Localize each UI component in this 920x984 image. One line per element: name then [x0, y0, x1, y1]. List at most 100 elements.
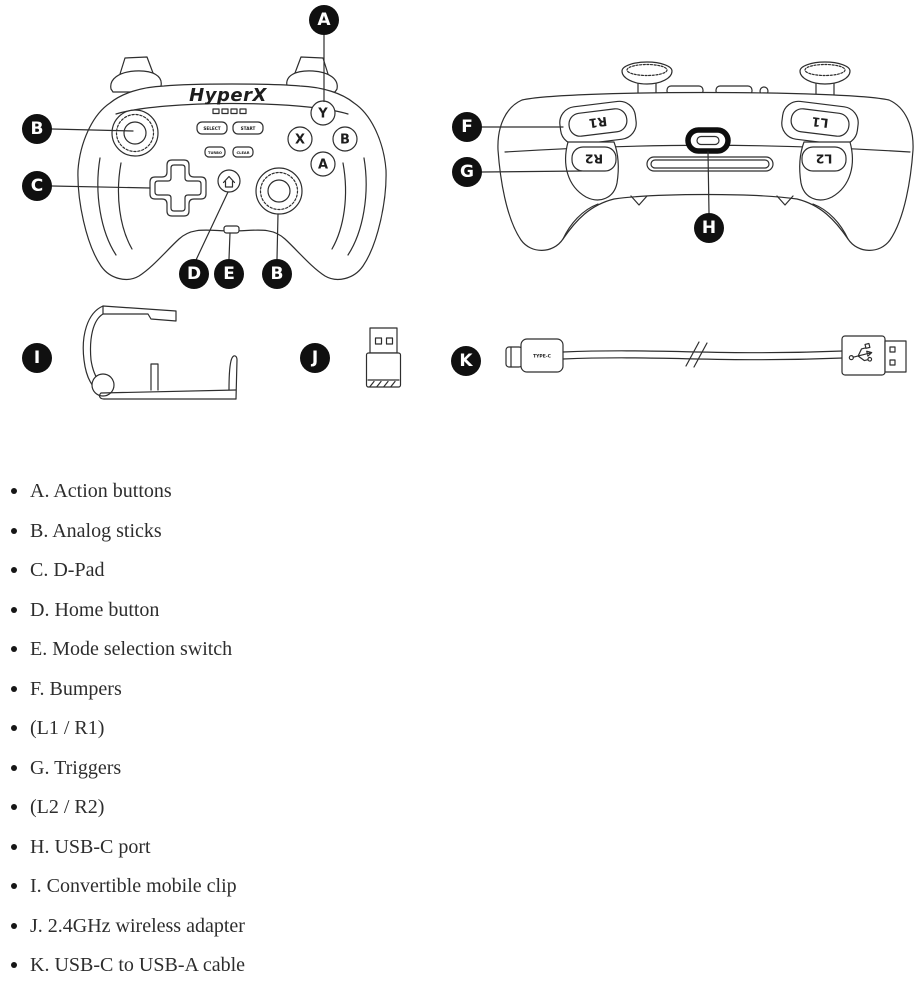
- bumper-r1: R1: [559, 100, 637, 146]
- svg-text:A: A: [318, 158, 328, 173]
- usba-connector: [841, 335, 907, 376]
- dpad: [149, 159, 207, 217]
- badge-e: E: [214, 259, 244, 289]
- badge-j: J: [300, 343, 330, 373]
- mobile-clip-drawing: [82, 305, 238, 400]
- legend-text: J. 2.4GHz wireless adapter: [30, 914, 245, 937]
- left-grip-accent-inner: [117, 162, 133, 250]
- bullet-icon: [11, 488, 17, 494]
- svg-text:L1: L1: [811, 114, 829, 131]
- bullet-icon: [11, 646, 17, 652]
- action-button-y: Y: [310, 100, 336, 126]
- legend-item-a: A. Action buttons: [8, 480, 245, 502]
- legend-item-i: I. Convertible mobile clip: [8, 875, 245, 897]
- legend-item-e: E. Mode selection switch: [8, 638, 245, 660]
- bullet-icon: [11, 922, 17, 929]
- legend-item-f: F. Bumpers: [8, 678, 245, 700]
- right-grip-accent-inner: [331, 162, 347, 250]
- legend-text: I. Convertible mobile clip: [30, 875, 237, 897]
- action-buttons: Y X B A: [287, 100, 358, 177]
- cable-line: [562, 350, 844, 361]
- legend-text: F. Bumpers: [30, 677, 122, 700]
- bullet-icon: [11, 606, 17, 613]
- bullet-icon: [11, 685, 17, 692]
- thumbstick-right: [799, 61, 851, 97]
- accessory-slot: [646, 156, 774, 172]
- legend-text: G. Triggers: [30, 756, 122, 779]
- legend-item-l2r2: (L2 / R2): [8, 796, 245, 818]
- legend-text: (L2 / R2): [30, 796, 105, 818]
- left-grip-accent: [97, 157, 117, 256]
- badge-c: C: [22, 171, 52, 201]
- right-grip-seam: [812, 203, 849, 240]
- badge-k: K: [451, 346, 481, 376]
- legend-item-d: D. Home button: [8, 599, 245, 621]
- svg-text:R2: R2: [585, 152, 603, 167]
- bullet-icon: [11, 527, 17, 534]
- legend-text: H. USB-C port: [30, 835, 151, 858]
- badge-g: G: [452, 157, 482, 187]
- svg-text:TYPE-C: TYPE-C: [533, 354, 552, 360]
- legend-text: D. Home button: [30, 598, 160, 621]
- legend-text: K. USB-C to USB-A cable: [30, 954, 245, 976]
- usbc-port: [685, 127, 731, 154]
- legend-item-k: K. USB-C to USB-A cable: [8, 954, 245, 976]
- bottom-tab-right: [776, 195, 794, 206]
- action-button-x: X: [287, 126, 313, 152]
- svg-text:TURBO: TURBO: [208, 151, 222, 155]
- svg-text:START: START: [241, 126, 256, 131]
- wireless-adapter-drawing: [365, 327, 402, 388]
- badge-b-right-stick: B: [262, 259, 292, 289]
- trigger-r2: R2: [565, 141, 619, 201]
- legend-text: C. D-Pad: [30, 559, 105, 581]
- badge-d: D: [179, 259, 209, 289]
- svg-text:B: B: [340, 133, 350, 148]
- parts-diagram: HyperX SELECT START TURBO: [51, 34, 914, 400]
- controller-back-view: R1 R2 L1 L2: [497, 61, 914, 251]
- bullet-icon: [11, 725, 17, 731]
- home-icon: [222, 175, 236, 188]
- svg-text:L2: L2: [816, 152, 833, 167]
- bullet-icon: [11, 764, 17, 771]
- hyperx-logo: HyperX: [189, 85, 267, 106]
- usb-cable-drawing: TYPE-C: [505, 335, 907, 376]
- left-grip-seam: [562, 203, 599, 240]
- usb-logo-icon: [848, 342, 873, 362]
- start-button: START: [232, 121, 264, 135]
- legend-text: A. Action buttons: [30, 480, 172, 502]
- right-grip-accent: [347, 157, 367, 256]
- legend-text: E. Mode selection switch: [30, 638, 233, 660]
- svg-text:X: X: [295, 133, 305, 148]
- legend-item-c: C. D-Pad: [8, 559, 245, 581]
- controller-front-view: HyperX SELECT START TURBO: [77, 56, 387, 280]
- select-button: SELECT: [196, 121, 228, 135]
- mode-selection-switch: [223, 225, 240, 234]
- bullet-icon: [11, 804, 17, 810]
- legend-item-l1r1: (L1 / R1): [8, 717, 245, 739]
- left-analog-stick: [111, 109, 159, 157]
- badge-b-left-stick: B: [22, 114, 52, 144]
- bullet-icon: [11, 567, 17, 573]
- action-button-a: A: [310, 151, 336, 177]
- badge-f: F: [452, 112, 482, 142]
- turbo-button: TURBO: [204, 146, 226, 158]
- trigger-l2: L2: [799, 141, 853, 201]
- led-indicators: [212, 108, 247, 115]
- bullet-icon: [11, 883, 17, 889]
- legend-item-g: G. Triggers: [8, 757, 245, 779]
- cable-break: [685, 341, 708, 368]
- legend-item-j: J. 2.4GHz wireless adapter: [8, 915, 245, 937]
- bottom-tab-left: [630, 195, 648, 206]
- svg-text:Y: Y: [317, 107, 328, 122]
- legend-list: A. Action buttons B. Analog sticks C. D-…: [8, 480, 245, 984]
- action-button-b: B: [332, 126, 358, 152]
- legend-item-h: H. USB-C port: [8, 836, 245, 858]
- home-button: [217, 169, 241, 193]
- bumper-l1: L1: [781, 100, 859, 146]
- svg-text:R1: R1: [588, 114, 608, 131]
- usbc-connector: TYPE-C: [505, 338, 564, 373]
- bullet-icon: [11, 843, 17, 850]
- badge-a: A: [309, 5, 339, 35]
- leader-lines: [51, 34, 710, 261]
